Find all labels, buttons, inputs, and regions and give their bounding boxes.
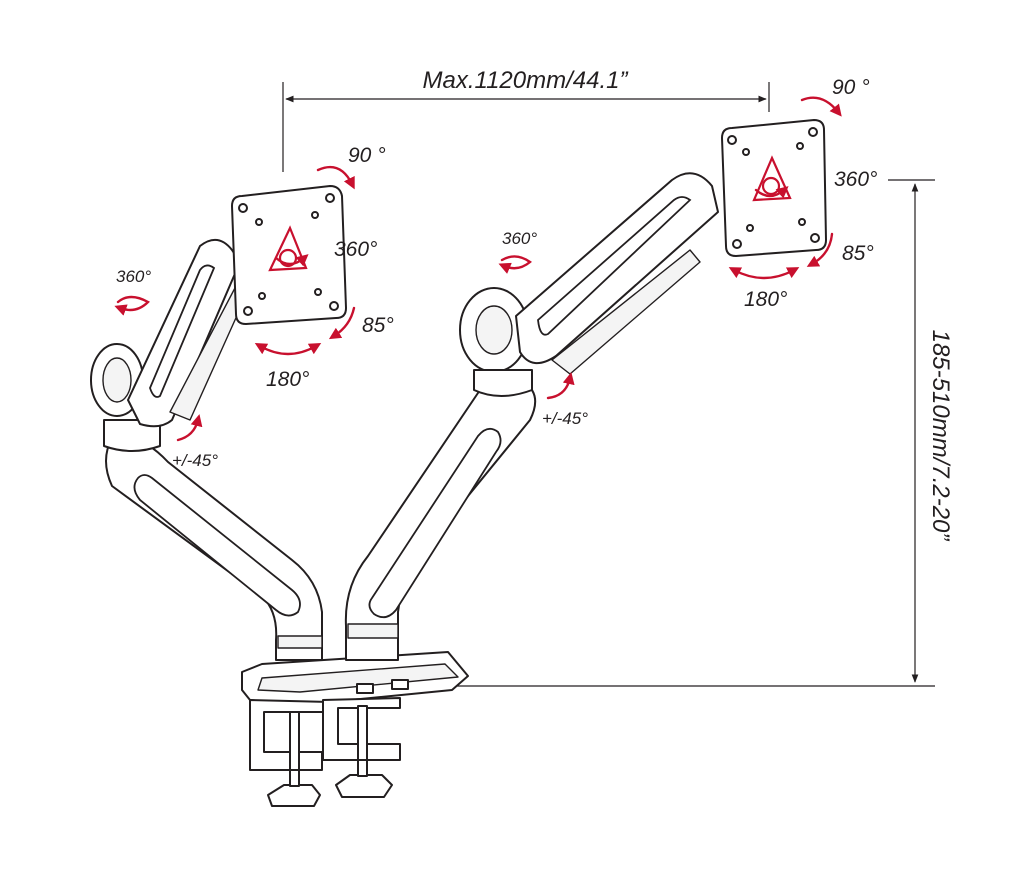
left-tilt-arrow bbox=[316, 165, 355, 190]
clamp-left bbox=[249, 699, 331, 807]
right-180-label: 180° bbox=[744, 288, 787, 311]
left-tilt-label: 90 ° bbox=[348, 144, 386, 167]
right-upper-arm bbox=[515, 172, 719, 375]
right-rotate-label: 360° bbox=[834, 168, 877, 191]
width-dimension bbox=[282, 82, 770, 172]
left-85-arrow bbox=[328, 306, 356, 340]
left-85-label: 85° bbox=[362, 314, 394, 337]
right-vesa-plate bbox=[721, 119, 827, 257]
left-upper-arm bbox=[127, 239, 245, 428]
right-85-label: 85° bbox=[842, 242, 874, 265]
left-180-label: 180° bbox=[266, 368, 309, 391]
right-lower-arm bbox=[344, 377, 537, 661]
clamp-right bbox=[322, 697, 401, 798]
width-label: Max.1120mm/44.1” bbox=[423, 67, 629, 94]
left-vesa-plate bbox=[231, 185, 347, 325]
right-pivot-arrow bbox=[546, 372, 575, 400]
right-tilt-label: 90 ° bbox=[832, 76, 870, 99]
left-lower-arm bbox=[105, 436, 323, 661]
right-180-arrow bbox=[728, 267, 800, 280]
right-pivot-label: +/-45° bbox=[542, 409, 588, 428]
usb-port-1 bbox=[356, 683, 374, 694]
desk-base bbox=[241, 651, 469, 706]
height-dimension bbox=[440, 179, 935, 687]
left-180-arrow bbox=[254, 343, 322, 356]
right-85-arrow bbox=[806, 232, 834, 267]
left-pivot-label: +/-45° bbox=[172, 451, 218, 470]
height-label: 185-510mm/7.2-20” bbox=[927, 330, 954, 542]
usb-port-2 bbox=[391, 679, 409, 690]
left-rotate-label: 360° bbox=[334, 238, 377, 261]
right-elbow-joint bbox=[459, 287, 533, 397]
left-screen-rotate-arrow bbox=[274, 254, 309, 267]
left-pivot-arrow bbox=[176, 414, 203, 442]
right-screen-rotate-arrow bbox=[754, 186, 789, 199]
left-360-joint-arrow bbox=[114, 295, 150, 316]
right-joint-360-label: 360° bbox=[502, 229, 537, 248]
right-tilt-arrow bbox=[800, 96, 842, 117]
right-360-joint-arrow bbox=[498, 255, 532, 274]
left-joint-360-label: 360° bbox=[116, 267, 151, 286]
